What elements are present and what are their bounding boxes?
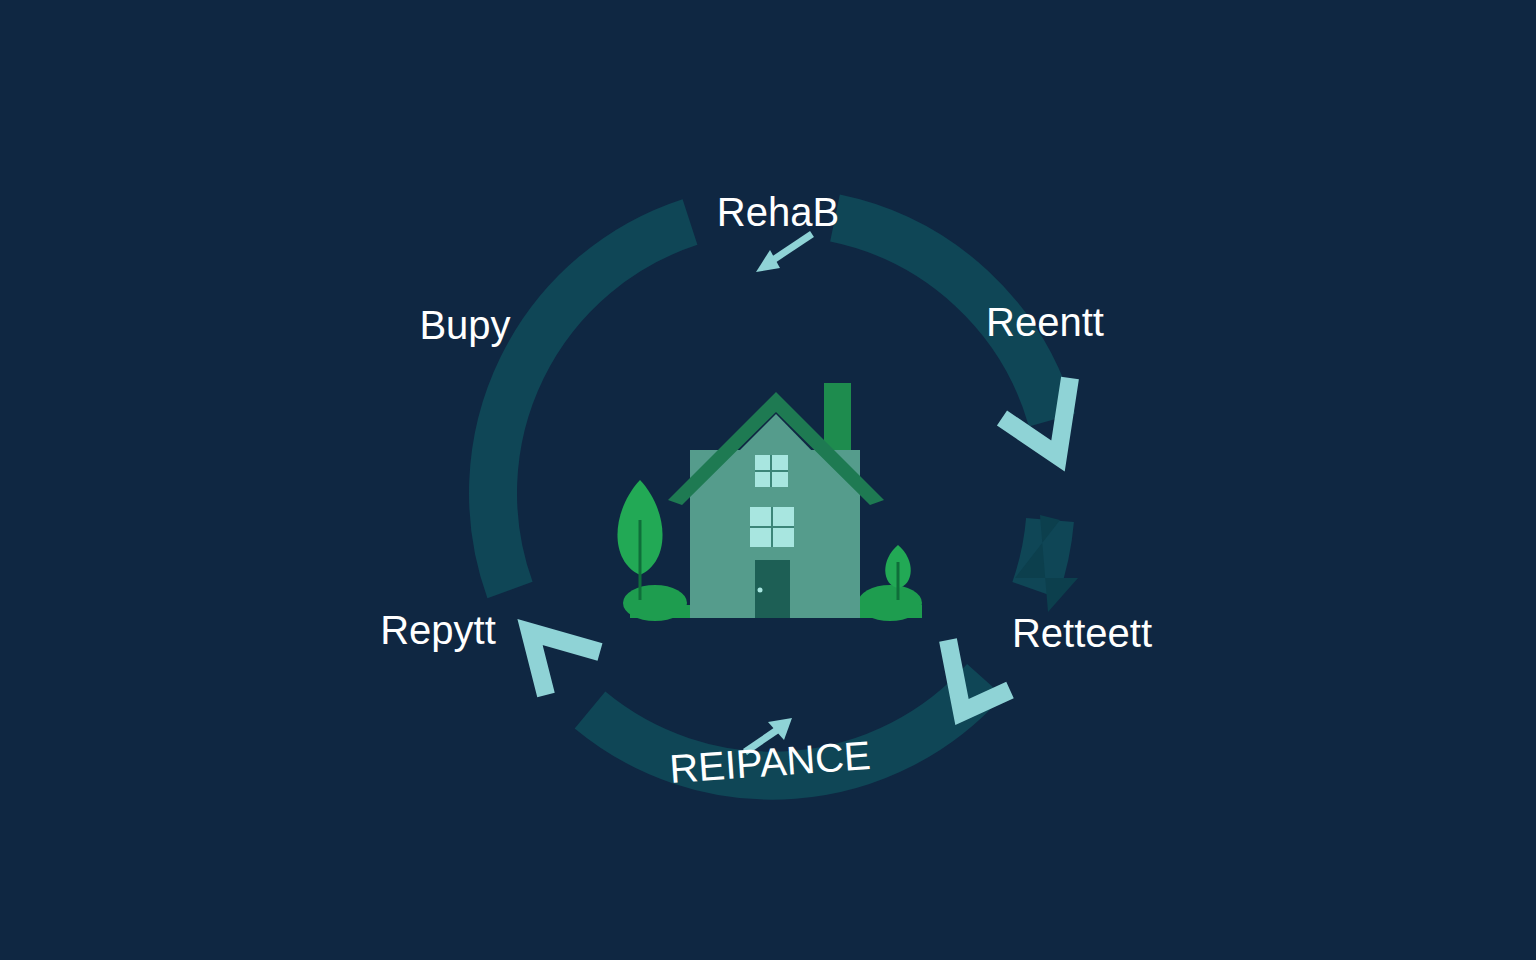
house-icon bbox=[617, 383, 922, 621]
step-label: Bupy bbox=[419, 305, 510, 345]
chevron bbox=[1002, 378, 1070, 456]
step-label: Retteett bbox=[1012, 613, 1152, 653]
step-label: RehaB bbox=[717, 192, 839, 232]
chevron bbox=[530, 632, 600, 695]
cycle-ring bbox=[493, 218, 1052, 776]
step-label: Reentt bbox=[986, 302, 1104, 342]
step-label: Repytt bbox=[380, 610, 496, 650]
ring-arc bbox=[493, 222, 690, 590]
chevron bbox=[948, 640, 1010, 712]
arrow-head bbox=[1015, 515, 1078, 612]
step-label: REIPANCE bbox=[668, 735, 872, 789]
